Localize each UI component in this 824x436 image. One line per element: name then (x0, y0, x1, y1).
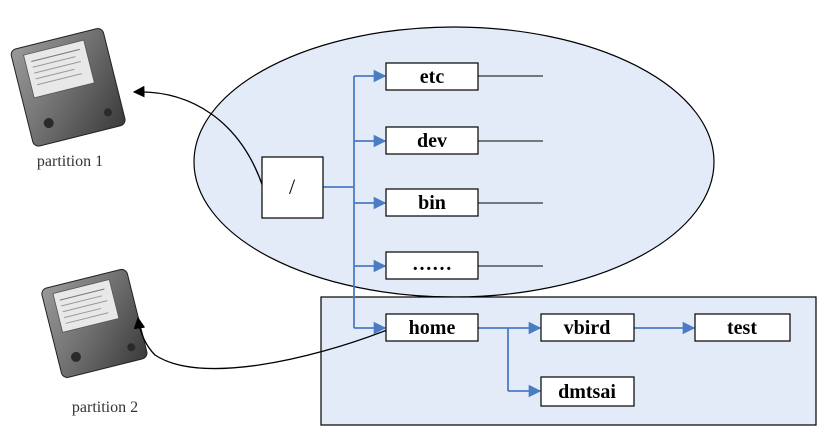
dir-node-vbird: vbird (540, 313, 635, 342)
dir-node-test: test (694, 313, 791, 342)
dir-label-dev: dev (417, 130, 447, 152)
partition2-caption: partition 2 (72, 399, 138, 416)
dir-node-dev: dev (385, 126, 479, 155)
dir-label-bin: bin (418, 192, 446, 214)
branch-tails (478, 75, 543, 267)
hard-disk-icon (41, 268, 148, 378)
dir-label-dmtsai: dmtsai (558, 381, 616, 403)
dir-node-bin: bin (385, 188, 479, 217)
tree-connectors (323, 69, 696, 398)
dir-label-home: home (409, 317, 456, 339)
dir-label-test: test (727, 317, 757, 339)
root-mount-curve (132, 85, 264, 188)
dir-node-dmtsai: dmtsai (540, 376, 635, 407)
root-directory-label: / (289, 174, 296, 199)
dir-node-etc: etc (385, 62, 479, 91)
root-directory-node: / (261, 156, 324, 219)
dir-node-home: home (385, 313, 479, 342)
dir-label-vbird: vbird (564, 317, 611, 339)
hard-disk-icon (10, 28, 126, 147)
dir-label-etc: etc (420, 66, 445, 88)
home-mount-curve (133, 316, 388, 370)
dir-label-more: …… (412, 253, 452, 275)
partition1-caption: partition 1 (37, 153, 103, 170)
dir-node-more: …… (385, 251, 479, 280)
